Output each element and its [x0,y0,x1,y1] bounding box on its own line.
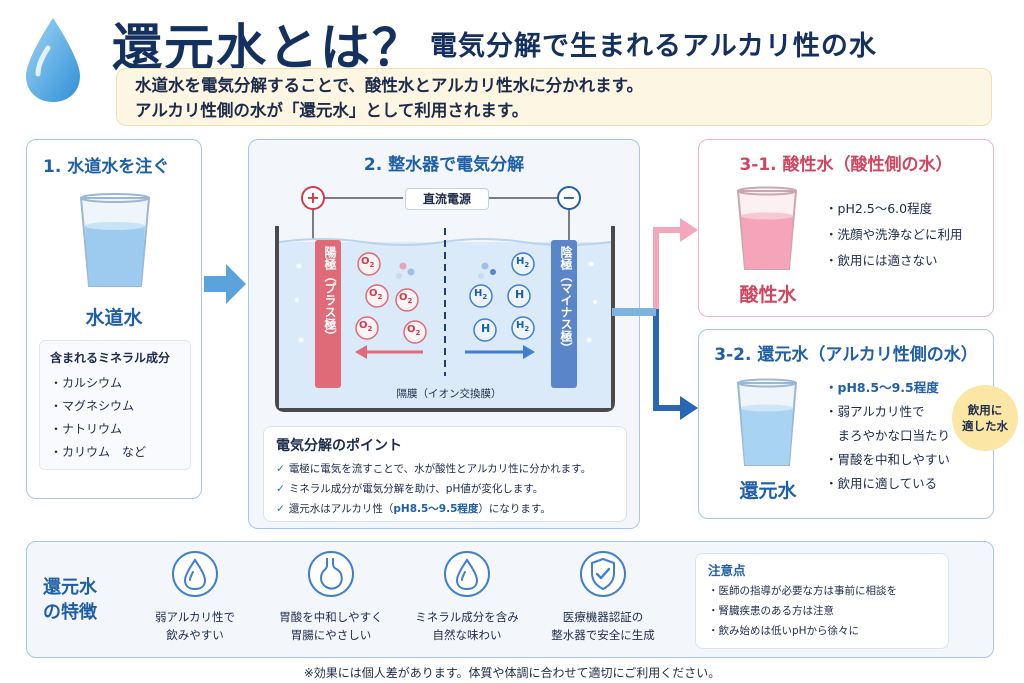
feature-item: 医療機器認証の整水器で安全に生成 [533,550,673,644]
intro-box: 水道水を電気分解することで、酸性水とアルカリ性水に分かれます。 アルカリ性側の水… [116,68,992,126]
drop-icon [444,551,490,597]
step1-title: 1. 水道水を注ぐ [43,157,170,177]
acidic-water-title: 3-1. 酸性水（酸性側の水） [739,155,953,175]
acidic-bullet: pH2.5〜6.0程度 [825,196,963,222]
acidic-water-panel: 3-1. 酸性水（酸性側の水） 酸性水 pH2.5〜6.0程度 洗顔や洗浄などに… [698,139,994,317]
oxygen-molecule: O2 [399,292,413,305]
mineral-list-box: 含まれるミネラル成分 ・カルシウム ・マグネシウム ・ナトリウム ・カリウム な… [39,340,191,470]
acidic-bullet: 洗顔や洗浄などに利用 [825,222,963,248]
feature-text: 胃酸を中和しやすく胃腸にやさしい [279,610,383,642]
acidic-water-glass-icon [736,186,798,270]
check-icon: ✓ [276,503,285,515]
oxygen-molecule: O2 [407,324,421,337]
caution-item: 医師の指導が必要な方は事前に相談を [708,581,936,601]
step2-title: 2. 整水器で電気分解 [363,155,525,175]
caution-box: 注意点 医師の指導が必要な方は事前に相談を 腎臓疾患のある方は注意 飲み始めは低… [695,553,949,649]
reduced-bullet: 胃酸を中和しやすい [825,448,950,472]
feature-item: ミネラル成分を含み自然な味わい [397,550,537,644]
features-title: 還元水 の特徴 [43,577,97,623]
stomach-icon [308,551,354,597]
badge-line: 適した水 [962,419,1008,433]
reduced-water-panel: 3-2. 還元水（アルカリ性側の水） 還元水 pH8.5〜9.5程度 弱アルカリ… [698,329,994,519]
hydrogen-molecule: H2 [516,320,530,333]
tap-water-label: 水道水 [85,307,143,329]
dc-power-label: 直流電源 [405,188,489,210]
footnote: ※効果には個人差があります。体質や体調に合わせて適切にご利用ください。 [303,666,721,680]
mineral-item: ・ナトリウム [50,422,123,436]
acidic-water-bullets: pH2.5〜6.0程度 洗顔や洗浄などに利用 飲用には適さない [825,196,963,274]
caution-item: 腎臓疾患のある方は注意 [708,601,936,621]
minus-terminal-icon: − [557,186,581,210]
page-subtitle: 電気分解で生まれるアルカリ性の水 [430,31,877,62]
feature-item: 弱アルカリ性で飲みやすい [125,550,265,644]
flow-arrow-icon [204,264,246,304]
feature-text: 医療機器認証の整水器で安全に生成 [551,610,655,642]
check-icon: ✓ [276,463,285,475]
hydrogen-molecule: H2 [474,288,488,301]
branch-arrows-icon [612,218,698,420]
hydrogen-ion: H [481,322,491,335]
points-heading: 電気分解のポイント [276,438,402,454]
reduced-bullet: 飲用に適している [825,472,950,496]
intro-line: アルカリ性側の水が「還元水」として利用されます。 [135,101,529,120]
reduced-bullet: pH8.5〜9.5程度 [825,376,950,400]
acidic-bullet: 飲用には適さない [825,248,963,274]
reduced-water-glass-icon [736,378,798,466]
water-drop-logo-icon [26,18,80,102]
oxygen-molecule: O2 [361,256,375,269]
drinkable-badge: 飲用に 適した水 [952,385,1018,451]
oxygen-molecule: O2 [369,288,383,301]
tap-water-glass-icon [79,193,151,287]
point-item: ✓電極に電気を流すことで、水が酸性とアルカリ性に分かれます。 [276,463,592,475]
point-item: ✓ミネラル成分が電気分解を助け、pH値が変化します。 [276,483,544,495]
mineral-item: ・マグネシウム [50,399,135,413]
acidic-water-label: 酸性水 [739,284,797,306]
electrolysis-points-box: 電気分解のポイント ✓電極に電気を流すことで、水が酸性とアルカリ性に分かれます。… [263,426,627,522]
cathode-label: 陰極（マイナス極） [559,246,573,354]
reduced-bullet-continuation: まろやかな口当たり [837,428,951,443]
electrolysis-cell-diagram [275,197,615,412]
reduced-bullet: 弱アルカリ性で [825,400,950,424]
oxygen-molecule: O2 [359,320,373,333]
caution-item: 飲み始めは低いpHから徐々に [708,621,936,641]
feature-item: 胃酸を中和しやすく胃腸にやさしい [261,550,401,644]
reduced-water-title: 3-2. 還元水（アルカリ性側の水） [714,345,978,365]
features-panel: 還元水 の特徴 弱アルカリ性で飲みやすい 胃酸を中和しやすく胃腸にやさしい ミネ… [26,541,994,658]
point-item: ✓還元水はアルカリ性（pH8.5〜9.5程度）になります。 [276,503,551,515]
shield-check-icon [580,551,626,597]
page-title: 還元水とは？ [112,19,424,77]
badge-line: 飲用に [967,403,1003,417]
reduced-water-label: 還元水 [739,480,797,502]
check-icon: ✓ [276,483,285,495]
feature-text: 弱アルカリ性で飲みやすい [154,610,236,642]
hydrogen-molecule: H2 [516,256,530,269]
anode-label: 陽極（プラス極） [323,246,337,342]
drop-icon [172,551,218,597]
feature-text: ミネラル成分を含み自然な味わい [415,610,519,642]
reduced-water-bullets: pH8.5〜9.5程度 弱アルカリ性で まろやかな口当たり 胃酸を中和しやすい … [825,376,951,496]
mineral-heading: 含まれるミネラル成分 [50,351,171,365]
step2-panel: 2. 整水器で電気分解 [248,139,640,529]
mineral-item: ・カリウム など [50,445,147,459]
step1-panel: 1. 水道水を注ぐ 水道水 含まれるミネラル成分 ・カルシウム ・マグネシウム … [26,139,202,499]
intro-line: 水道水を電気分解することで、酸性水とアルカリ性水に分かれます。 [135,76,644,95]
membrane-label: 隔膜（イオン交換膜） [396,388,502,400]
caution-heading: 注意点 [708,563,746,578]
hydrogen-ion: H [515,288,525,301]
plus-terminal-icon: + [301,186,325,210]
mineral-item: ・カルシウム [50,376,123,390]
